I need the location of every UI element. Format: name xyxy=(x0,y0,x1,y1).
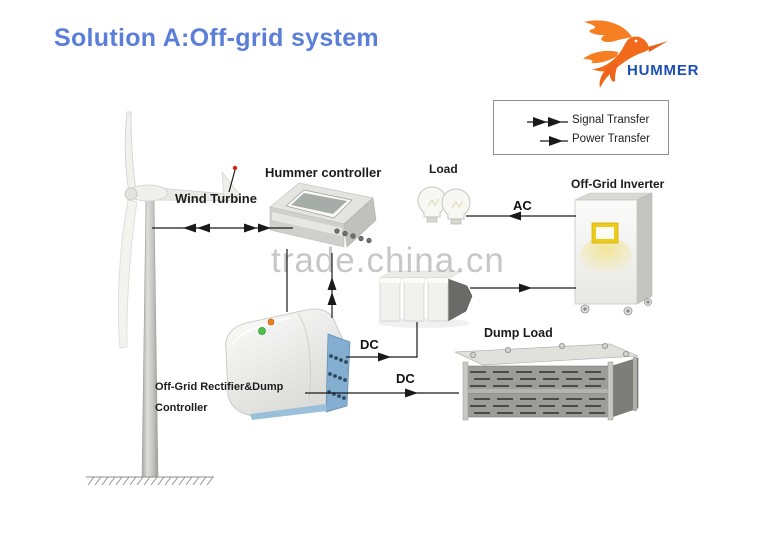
legend-power-arrow-icon xyxy=(540,136,568,146)
connection-rectifier-battery xyxy=(346,322,418,362)
dump-load-post-right xyxy=(607,361,614,421)
battery-cells xyxy=(379,277,449,322)
controller-screen xyxy=(291,193,347,214)
inverter-screen xyxy=(596,227,614,239)
bird-eye xyxy=(634,39,638,43)
connection-rectifier-controller xyxy=(327,253,337,318)
dump-load-post-left xyxy=(462,361,469,421)
bird-lower-wing xyxy=(583,50,618,64)
turbine-blade-down xyxy=(118,199,138,349)
connection-rectifier-dumpload xyxy=(305,388,459,398)
battery-top xyxy=(378,270,464,279)
dump-load-vents xyxy=(470,371,610,414)
rectifier-bottom-strip xyxy=(250,404,327,420)
controller-device xyxy=(269,182,377,248)
watermark-text: trade.china.cn xyxy=(271,241,505,280)
rectifier-led-green xyxy=(258,327,266,335)
dump-load-bolts xyxy=(469,342,630,358)
inverter-wheels xyxy=(580,298,652,316)
ground-hatch xyxy=(86,476,214,486)
rectifier-seam xyxy=(297,312,311,404)
dump-load-top-plate xyxy=(454,343,639,366)
turbine-hub xyxy=(124,187,138,201)
rectifier-led-orange xyxy=(267,318,275,326)
bird-body xyxy=(592,36,650,72)
dump-load-rail xyxy=(466,389,612,393)
turbine-antenna-tip xyxy=(232,165,238,171)
turbine-antenna xyxy=(228,169,236,193)
legend-item-power-transfer: Power Transfer xyxy=(572,133,650,145)
bird-upper-wing xyxy=(584,20,632,43)
dump-load-device xyxy=(454,342,639,421)
inverter-screen-glow xyxy=(580,237,632,275)
page-title: Solution A:Off-grid system xyxy=(54,24,379,52)
rectifier-highlight xyxy=(231,317,291,346)
legend-box xyxy=(493,100,669,155)
brand-wordmark: HUMMER xyxy=(627,62,700,79)
connection-battery-inverter xyxy=(470,283,576,293)
controller-front-band xyxy=(272,212,342,236)
controller-ports xyxy=(334,228,372,244)
light-bulb-icon xyxy=(441,188,471,225)
wind-turbine-illustration xyxy=(86,111,241,486)
hummingbird-icon xyxy=(583,20,668,88)
connection-inverter-load xyxy=(466,211,576,221)
dump-load-post-back xyxy=(633,357,637,411)
bird-tail xyxy=(599,62,619,88)
legend-item-signal-transfer: Signal Transfer xyxy=(572,114,650,126)
legend-signal-arrow-icon xyxy=(527,117,568,127)
inverter-device xyxy=(574,192,653,316)
dump-load-row-bottom xyxy=(465,392,613,418)
bird-beak xyxy=(648,41,668,52)
connection-turbine-controller xyxy=(152,223,293,233)
load-bulbs xyxy=(417,186,471,225)
battery-bank-device xyxy=(378,270,473,328)
